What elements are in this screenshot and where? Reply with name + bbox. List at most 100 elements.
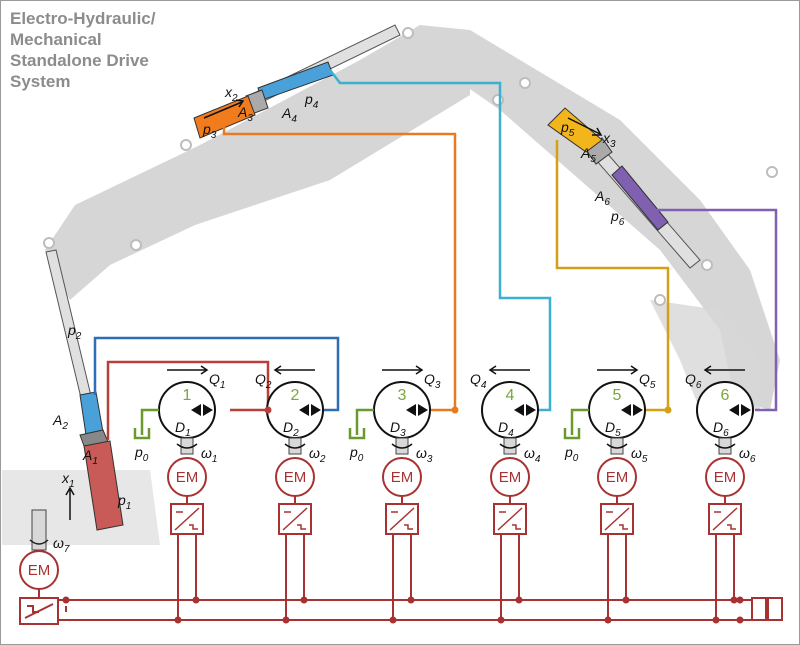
tank-pressure-label: p0	[134, 444, 149, 464]
line-cyan	[329, 69, 552, 412]
tank-line	[355, 408, 374, 435]
em-label: EM	[714, 469, 737, 486]
rotation-arrow	[284, 443, 306, 449]
electrical-network	[19, 597, 783, 625]
arrowhead	[200, 365, 209, 375]
line-junction	[451, 406, 459, 414]
omega-label: ω4	[524, 445, 541, 465]
flow-label: Q2	[255, 371, 272, 391]
inverter-ac	[189, 524, 198, 530]
rotation-arrow	[391, 443, 413, 449]
pump-triangle	[191, 404, 201, 416]
arrowhead	[488, 365, 497, 375]
arrowhead	[630, 365, 639, 375]
line-blue	[93, 336, 340, 412]
em-label: EM	[606, 469, 629, 486]
cyl1-x: x1	[61, 470, 75, 490]
bus-node	[300, 596, 308, 604]
cylinder-3	[547, 107, 701, 269]
bus-node	[282, 616, 290, 624]
pump-units: 1D1Q1ω1EMp02D2Q2ω2EM3D3Q3ω3EMp04D4Q4ω4EM…	[133, 365, 756, 624]
flow-label: Q1	[209, 371, 225, 391]
bus-node	[192, 596, 200, 604]
bus-node	[736, 596, 744, 604]
cyl2-A-cap: A3	[237, 104, 253, 124]
cyl3-A-cap: A5	[580, 145, 596, 165]
cyl1-p-top: p2	[67, 322, 82, 342]
bus-node	[730, 596, 738, 604]
displacement-label: D6	[713, 419, 729, 439]
rotation-arrow	[606, 443, 628, 449]
flow-label: Q6	[685, 371, 702, 391]
em7-label: EM	[28, 562, 51, 579]
electrical-nodes	[62, 596, 744, 624]
inverter-ac	[297, 524, 306, 530]
omega-label: ω3	[416, 445, 433, 465]
omega-label: ω2	[309, 445, 326, 465]
unit-number: 6	[721, 387, 730, 404]
inverter-ac	[512, 524, 521, 530]
unit-number: 3	[398, 387, 407, 404]
inverter-ac	[727, 524, 736, 530]
line-red	[106, 360, 270, 440]
hydraulic-lines	[93, 69, 778, 440]
displacement-label: D1	[175, 419, 191, 439]
em-label: EM	[176, 469, 199, 486]
shaft	[288, 437, 302, 455]
cyl3-A-rod: A6	[594, 188, 610, 208]
em-label: EM	[284, 469, 307, 486]
figure-title: Electro-Hydraulic/ Mechanical Standalone…	[10, 8, 156, 92]
pump-triangle	[203, 404, 213, 416]
bus-node	[389, 616, 397, 624]
joint-circles	[43, 27, 778, 306]
bus-node	[174, 616, 182, 624]
shaft	[503, 437, 517, 455]
pump-triangle	[633, 404, 643, 416]
bus-node	[62, 596, 70, 604]
title-line: Mechanical	[10, 30, 102, 49]
shaft	[180, 437, 194, 455]
displacement-label: D2	[283, 419, 299, 439]
cyl3-p-rod: p6	[610, 208, 625, 228]
unit-number: 1	[183, 387, 192, 404]
tank-line	[140, 408, 159, 435]
shaft	[395, 437, 409, 455]
bus-node	[712, 616, 720, 624]
inverter-diagonal	[712, 507, 738, 531]
cyl2-A-rod: A4	[281, 105, 297, 125]
line-gold	[555, 140, 670, 412]
arrowhead	[273, 365, 282, 375]
inverter-diagonal	[497, 507, 523, 531]
cyl2-p-cap: p3	[202, 121, 217, 141]
omega-label: ω1	[201, 445, 217, 465]
cyl2-p-rod: p4	[304, 91, 319, 111]
arrowhead	[415, 365, 424, 375]
cyl1-p-bottom: p1	[117, 492, 131, 512]
em7-group: EM ω7	[19, 509, 70, 598]
inverter-ac	[619, 524, 628, 530]
displacement-arrows	[65, 99, 603, 520]
flow-label: Q5	[639, 371, 656, 391]
inverter-ac	[404, 524, 413, 530]
pump-triangle	[741, 404, 751, 416]
cylinder-1	[45, 249, 124, 531]
inverter-diagonal	[604, 507, 630, 531]
pump-triangle	[311, 404, 321, 416]
cyl3-p-cap: p5	[560, 119, 575, 139]
line-junction	[264, 406, 272, 414]
em-label: EM	[391, 469, 414, 486]
unit-number: 5	[613, 387, 622, 404]
tank-pressure-label: p0	[564, 444, 579, 464]
unit-number: 2	[291, 387, 300, 404]
line-purple	[655, 208, 778, 412]
pump-triangle	[621, 404, 631, 416]
cyl1-A-bottom: A1	[82, 447, 98, 467]
tank-symbol	[133, 428, 151, 440]
displacement-label: D3	[390, 419, 406, 439]
bus-node	[407, 596, 415, 604]
